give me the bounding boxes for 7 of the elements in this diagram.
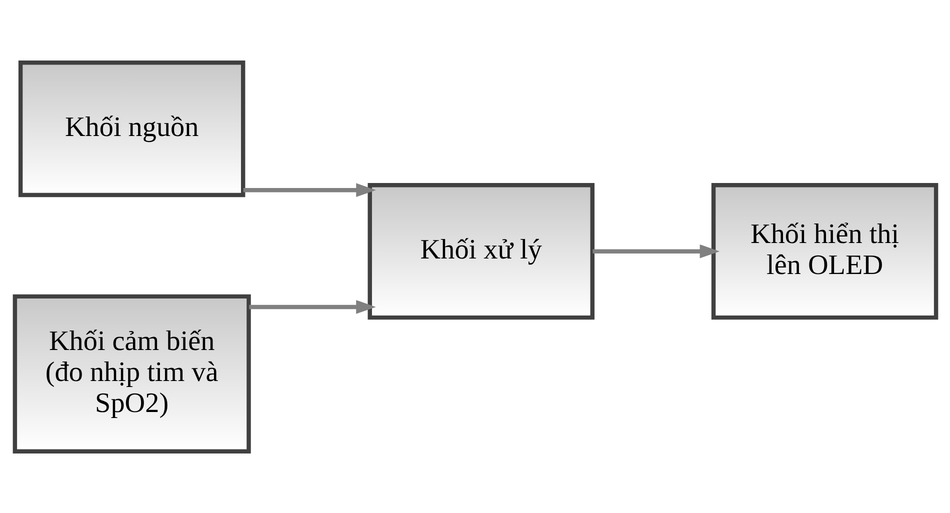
node-box: Khối hiển thị lên OLED: [710, 182, 938, 320]
arrow: [248, 300, 376, 314]
arrow: [242, 182, 376, 197]
node-box: Khối cảm biến (đo nhịp tim và SpO2): [12, 294, 250, 453]
node-box: Khối xử lý: [367, 182, 594, 320]
node-box: Khối nguồn: [18, 60, 245, 197]
arrow: [592, 244, 720, 258]
